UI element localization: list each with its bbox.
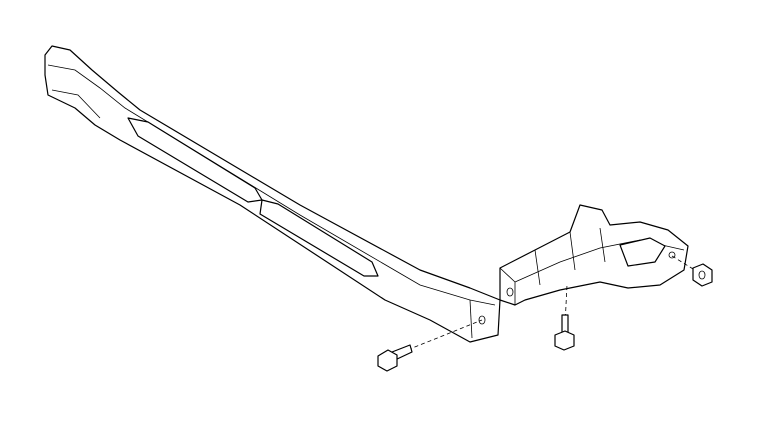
beam-slot-right <box>259 199 379 277</box>
mounting-bracket <box>499 204 689 306</box>
beam-bolt-hole <box>478 315 486 325</box>
bracket-hole <box>506 287 514 297</box>
bolt-left-icon <box>377 344 413 372</box>
bolt-center-icon <box>554 314 575 351</box>
bracket-hole-right <box>668 251 676 259</box>
nut-right-icon <box>692 263 713 287</box>
crossmember-beam <box>44 45 501 343</box>
assembly-line-right <box>671 255 699 273</box>
bracket-cutout <box>619 237 666 267</box>
beam-slot-left <box>127 117 263 203</box>
